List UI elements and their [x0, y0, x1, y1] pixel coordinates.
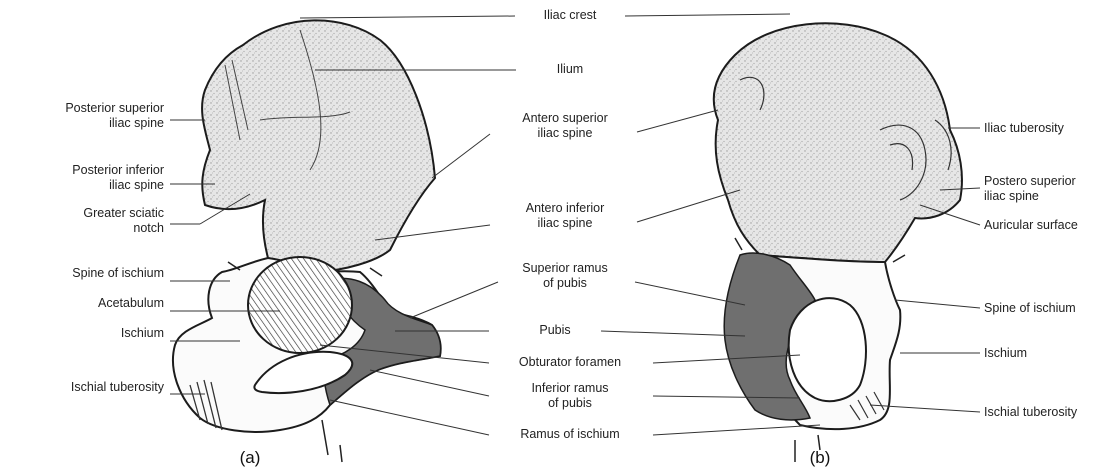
label-line: notch	[83, 221, 164, 236]
label-pubis: Pubis	[490, 323, 620, 338]
label-spine-of-ischium-a: Spine of ischium	[72, 266, 164, 281]
label-line: iliac spine	[490, 126, 640, 141]
label-line: of pubis	[490, 396, 650, 411]
label-line: iliac spine	[65, 116, 164, 131]
ilium-region-b	[714, 23, 962, 262]
hip-bone-lateral-view	[173, 20, 441, 462]
label-line: Antero inferior	[490, 201, 640, 216]
label-line: iliac spine	[984, 189, 1076, 204]
label-postero-superior-iliac-spine: Postero superior iliac spine	[984, 174, 1076, 204]
caption-a: (a)	[220, 450, 280, 465]
obturator-foramen-b	[789, 298, 866, 401]
label-iliac-crest: Iliac crest	[505, 8, 635, 23]
label-antero-inferior-iliac-spine: Antero inferior iliac spine	[490, 201, 640, 231]
label-line: Antero superior	[490, 111, 640, 126]
label-ischial-tuberosity-a: Ischial tuberosity	[71, 380, 164, 395]
label-auricular-surface: Auricular surface	[984, 218, 1078, 233]
label-line: Greater sciatic	[83, 206, 164, 221]
label-line: Superior ramus	[490, 261, 640, 276]
label-posterior-inferior-iliac-spine: Posterior inferior iliac spine	[72, 163, 164, 193]
label-line: Posterior superior	[65, 101, 164, 116]
label-obturator-foramen: Obturator foramen	[485, 355, 655, 370]
label-acetabulum: Acetabulum	[98, 296, 164, 311]
label-line: Inferior ramus	[490, 381, 650, 396]
label-line: iliac spine	[72, 178, 164, 193]
acetabulum-a	[248, 257, 352, 353]
label-line: Postero superior	[984, 174, 1076, 189]
label-inferior-ramus-of-pubis: Inferior ramus of pubis	[490, 381, 650, 411]
label-antero-superior-iliac-spine: Antero superior iliac spine	[490, 111, 640, 141]
ilium-region-a	[202, 20, 435, 272]
label-ischial-tuberosity-b: Ischial tuberosity	[984, 405, 1077, 420]
label-spine-of-ischium-b: Spine of ischium	[984, 301, 1076, 316]
label-line: iliac spine	[490, 216, 640, 231]
label-iliac-tuberosity: Iliac tuberosity	[984, 121, 1064, 136]
label-line: of pubis	[490, 276, 640, 291]
label-ischium-b: Ischium	[984, 346, 1027, 361]
label-ischium-a: Ischium	[121, 326, 164, 341]
label-posterior-superior-iliac-spine: Posterior superior iliac spine	[65, 101, 164, 131]
hip-bone-medial-view	[714, 23, 962, 462]
label-ilium: Ilium	[505, 62, 635, 77]
label-line: Posterior inferior	[72, 163, 164, 178]
label-superior-ramus-of-pubis: Superior ramus of pubis	[490, 261, 640, 291]
caption-b: (b)	[790, 450, 850, 465]
label-ramus-of-ischium: Ramus of ischium	[485, 427, 655, 442]
label-greater-sciatic-notch: Greater sciatic notch	[83, 206, 164, 236]
